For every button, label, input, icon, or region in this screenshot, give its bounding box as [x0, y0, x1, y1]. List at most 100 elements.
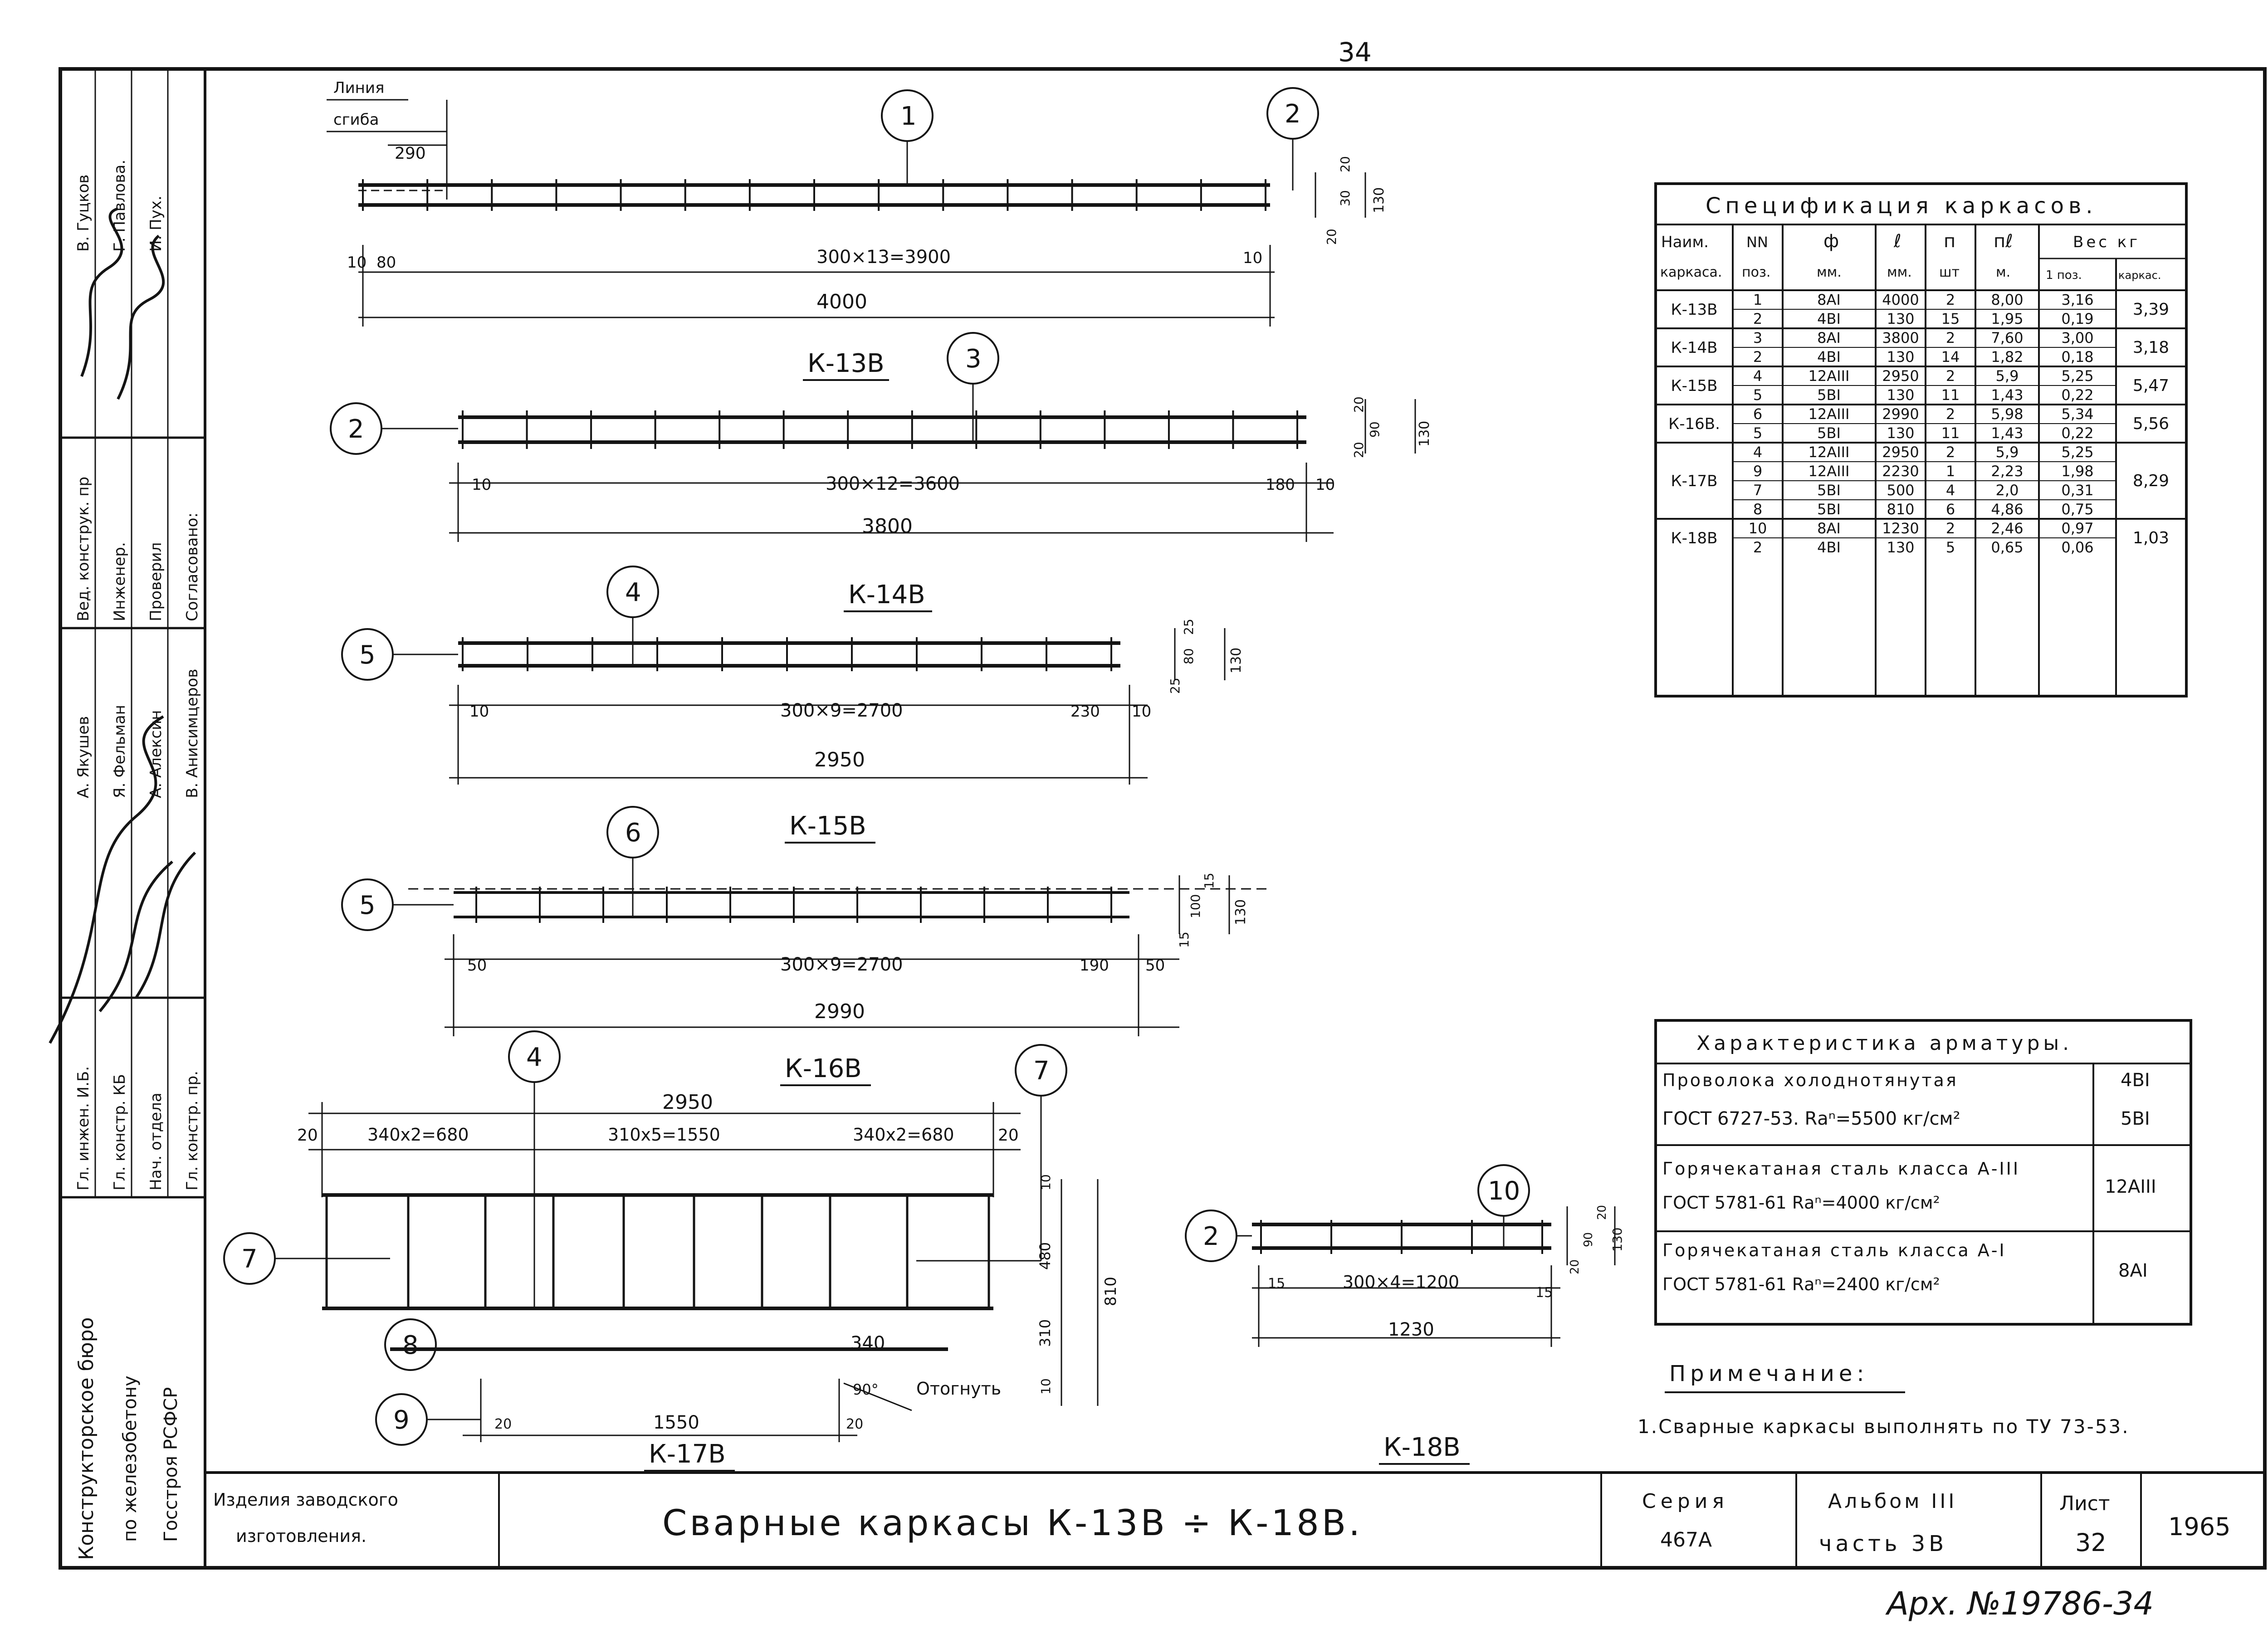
- k13-title: К-13В: [807, 349, 885, 378]
- k13-h-dim-1: 20: [1324, 229, 1339, 245]
- spec-h-w-pos: 1 поз.: [2046, 268, 2082, 282]
- spec-cell: 5,9: [1996, 367, 2019, 385]
- spec-cell: 0,22: [2061, 424, 2093, 442]
- spec-h-len-1: ℓ: [1893, 231, 1901, 252]
- k15-title: К-15В: [789, 811, 866, 841]
- k17-v-total: 810: [1102, 1277, 1120, 1306]
- char-row3-line2: ГОСТ 5781-61 Rаⁿ=2400 кг/см²: [1662, 1274, 1940, 1294]
- k15-dim-right: 230: [1070, 702, 1100, 721]
- k15-pos-top: 4: [625, 578, 641, 607]
- k13-pos-end: 2: [1285, 99, 1301, 129]
- spec-cell: 1,43: [1991, 386, 2023, 404]
- spec-cell: 10: [1749, 520, 1767, 537]
- k14-dim-right: 180: [1266, 476, 1295, 494]
- spec-cell: 1230: [1882, 520, 1919, 537]
- frame-k16b: К-15В 5 6 50 300×9=2700 190 50 2990 15 1…: [341, 806, 1270, 1036]
- k17-dim-r: 20: [998, 1126, 1019, 1145]
- char-row1-line2: ГОСТ 6727-53. Rаⁿ=5500 кг/см²: [1662, 1108, 1960, 1129]
- spec-frame-name: К-17В: [1671, 472, 1718, 490]
- spec-cell: 810: [1887, 501, 1914, 518]
- char-row3-line1: Горячекатаная сталь класса А-I: [1662, 1240, 2006, 1260]
- frame-k14b: К-13В 2 3 10 300×12=3600 180 10 3800 20 …: [330, 332, 1432, 542]
- spec-cell: 5: [1753, 386, 1762, 404]
- spec-cell: 8: [1753, 501, 1762, 518]
- k13-dim-total: 4000: [816, 290, 867, 313]
- spec-cell: 11: [1941, 424, 1960, 442]
- signature-roles-bottom: Гл. инжен. И.Б. Гл. констр. КБ Нач. отде…: [74, 1066, 201, 1190]
- spec-h-dia-2: мм.: [1817, 264, 1842, 280]
- series-label: Серия: [1642, 1490, 1729, 1513]
- spec-cell: 0,75: [2061, 501, 2093, 518]
- album-label: Альбом III: [1828, 1490, 1957, 1513]
- year: 1965: [2168, 1512, 2230, 1541]
- spec-cell: 0,97: [2061, 520, 2093, 537]
- spec-cell: 5ВI: [1817, 386, 1841, 404]
- spec-cell: 4,86: [1991, 501, 2023, 518]
- spec-cell: 2: [1946, 329, 1955, 346]
- k17-v-dim-4: 10: [1038, 1378, 1053, 1395]
- page-number: 34: [1338, 37, 1372, 68]
- k14-h-total: 130: [1417, 421, 1432, 447]
- spec-frame-weight: 5,56: [2133, 415, 2169, 433]
- char-row1-line1: Проволока холоднотянутая: [1662, 1070, 1958, 1090]
- k17-v-dim-1: 10: [1038, 1174, 1053, 1190]
- spec-title: Спецификация каркасов.: [1706, 193, 2097, 219]
- char-row1-mark2: 5ВI: [2121, 1108, 2150, 1129]
- spec-cell: 12АIII: [1809, 405, 1850, 423]
- spec-cell: 9: [1753, 463, 1762, 480]
- role-chief-designer-kb: Гл. констр. КБ: [111, 1074, 129, 1190]
- sheet-label: Лист: [2059, 1492, 2110, 1515]
- spec-cell: 1,43: [1991, 424, 2023, 442]
- spec-cell: 3,00: [2061, 329, 2093, 346]
- handwritten-signatures: [49, 207, 196, 1044]
- k14-dim-right2: 10: [1315, 476, 1335, 494]
- spec-cell: 12АIII: [1809, 444, 1850, 461]
- signature-roles-top: Вед. конструк. пр Инженер. Проверил Согл…: [74, 477, 201, 621]
- spec-cell: 2950: [1882, 367, 1919, 385]
- spec-frame-name: К-15В: [1671, 377, 1718, 395]
- k16-pos-top: 6: [625, 818, 641, 848]
- organization-block: Конструкторское бюро по железобетону Гос…: [75, 1317, 181, 1560]
- spec-cell: 0,65: [1991, 539, 2023, 556]
- char-row3-mark: 8АI: [2118, 1260, 2148, 1281]
- spec-cell: 2: [1753, 348, 1762, 366]
- role-head-department: Нач. отдела: [147, 1093, 165, 1190]
- spec-cell: 5,98: [1991, 405, 2023, 423]
- spec-cell: 2: [1753, 310, 1762, 327]
- k17-pos-9: 9: [393, 1405, 410, 1435]
- spec-cell: 4: [1753, 367, 1762, 385]
- spec-cell: 2: [1946, 520, 1955, 537]
- char-row1-mark: 4ВI: [2121, 1070, 2150, 1091]
- org-line-2: по железобетону: [120, 1375, 141, 1542]
- spec-cell: 5,9: [1996, 444, 2019, 461]
- spec-cell: 12АIII: [1809, 463, 1850, 480]
- k16-pos-end: 5: [359, 891, 376, 920]
- name-anisimtserov: В. Анисимцеров: [183, 669, 201, 798]
- spec-frame-name: К-14В: [1671, 339, 1718, 357]
- spec-cell: 5ВI: [1817, 482, 1841, 499]
- note: Примечание: 1.Сварные каркасы выполнять …: [1637, 1361, 2130, 1438]
- org-line-1: Конструкторское бюро: [75, 1317, 98, 1560]
- products-line-2: изготовления.: [236, 1526, 367, 1546]
- k17-title: К-17В: [649, 1439, 726, 1469]
- k13-h-total: 130: [1371, 187, 1387, 213]
- spec-cell: 2230: [1882, 463, 1919, 480]
- k13-h-dim-2: 30: [1338, 190, 1353, 206]
- spec-cell: 2: [1946, 291, 1955, 308]
- frame-k15b: К-14В 5 4 10 300×9=2700 230 10 2950 25 8…: [341, 566, 1244, 785]
- note-text: 1.Сварные каркасы выполнять по ТУ 73-53.: [1637, 1415, 2130, 1438]
- k15-h-dim-3: 25: [1181, 619, 1196, 635]
- k14-dim-span: 300×12=3600: [826, 473, 960, 494]
- spec-cell: 0,31: [2061, 482, 2093, 499]
- name-pukh: И. Пух.: [147, 195, 165, 252]
- k17-pos-left: 7: [241, 1244, 258, 1274]
- k15-dim-total: 2950: [814, 748, 865, 771]
- signature-names-bottom: А. Якушев Я. Фельман А. Алексин В. Аниси…: [74, 669, 201, 798]
- spec-cell: 8АI: [1817, 520, 1841, 537]
- spec-frame-name: К-13В: [1671, 301, 1718, 319]
- spec-cell: 8,00: [1991, 291, 2023, 308]
- spec-cell: 1: [1753, 291, 1762, 308]
- char-row2-line1: Горячекатаная сталь класса А-III: [1662, 1159, 2020, 1179]
- k13-h-dim-3: 20: [1338, 156, 1353, 172]
- spec-frame-weight: 3,39: [2133, 300, 2169, 319]
